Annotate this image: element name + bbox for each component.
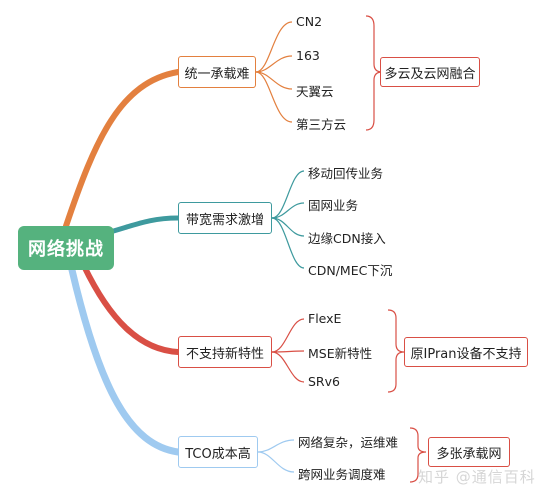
note-multiple-bearing-networks[interactable]: 多张承载网	[428, 437, 510, 467]
branch-node-unified-bearing[interactable]: 统一承载难	[178, 56, 256, 88]
leaf-edge-cdn[interactable]: 边缘CDN接入	[308, 231, 386, 246]
branch-node-tco[interactable]: TCO成本高	[178, 436, 258, 468]
root-node[interactable]: 网络挑战	[18, 226, 114, 270]
branch-connector-4	[68, 266, 182, 456]
brace-3	[387, 309, 405, 393]
branch-node-bandwidth[interactable]: 带宽需求激增	[178, 202, 272, 234]
leaf-fixed-network[interactable]: 固网业务	[308, 198, 359, 213]
branch-node-new-features[interactable]: 不支持新特性	[178, 336, 272, 368]
leaf-cn2[interactable]: CN2	[296, 14, 323, 29]
leaf-tianyi-cloud[interactable]: 天翼云	[296, 84, 334, 99]
leaf-cdn-mec[interactable]: CDN/MEC下沉	[308, 263, 393, 278]
branch-connector-1	[63, 69, 181, 229]
watermark: 知乎 @通信百科	[418, 468, 536, 486]
leaf-srv6[interactable]: SRv6	[308, 374, 340, 389]
brace-4	[409, 427, 427, 483]
note-multi-cloud[interactable]: 多云及云网融合	[380, 57, 480, 87]
branch-connector-2	[107, 215, 181, 235]
leaf-163[interactable]: 163	[296, 48, 320, 63]
note-ipran-unsupported[interactable]: 原IPran设备不支持	[404, 337, 528, 367]
leaf-complex-network[interactable]: 网络复杂，运维难	[298, 435, 399, 450]
leaf-cross-network[interactable]: 跨网业务调度难	[298, 467, 386, 482]
leaf-flexe[interactable]: FlexE	[308, 311, 342, 326]
leaf-mse[interactable]: MSE新特性	[308, 346, 373, 361]
branch-connector-3	[81, 263, 181, 355]
leaf-mobile-backhaul[interactable]: 移动回传业务	[308, 166, 384, 181]
leaf-third-party-cloud[interactable]: 第三方云	[296, 117, 347, 132]
